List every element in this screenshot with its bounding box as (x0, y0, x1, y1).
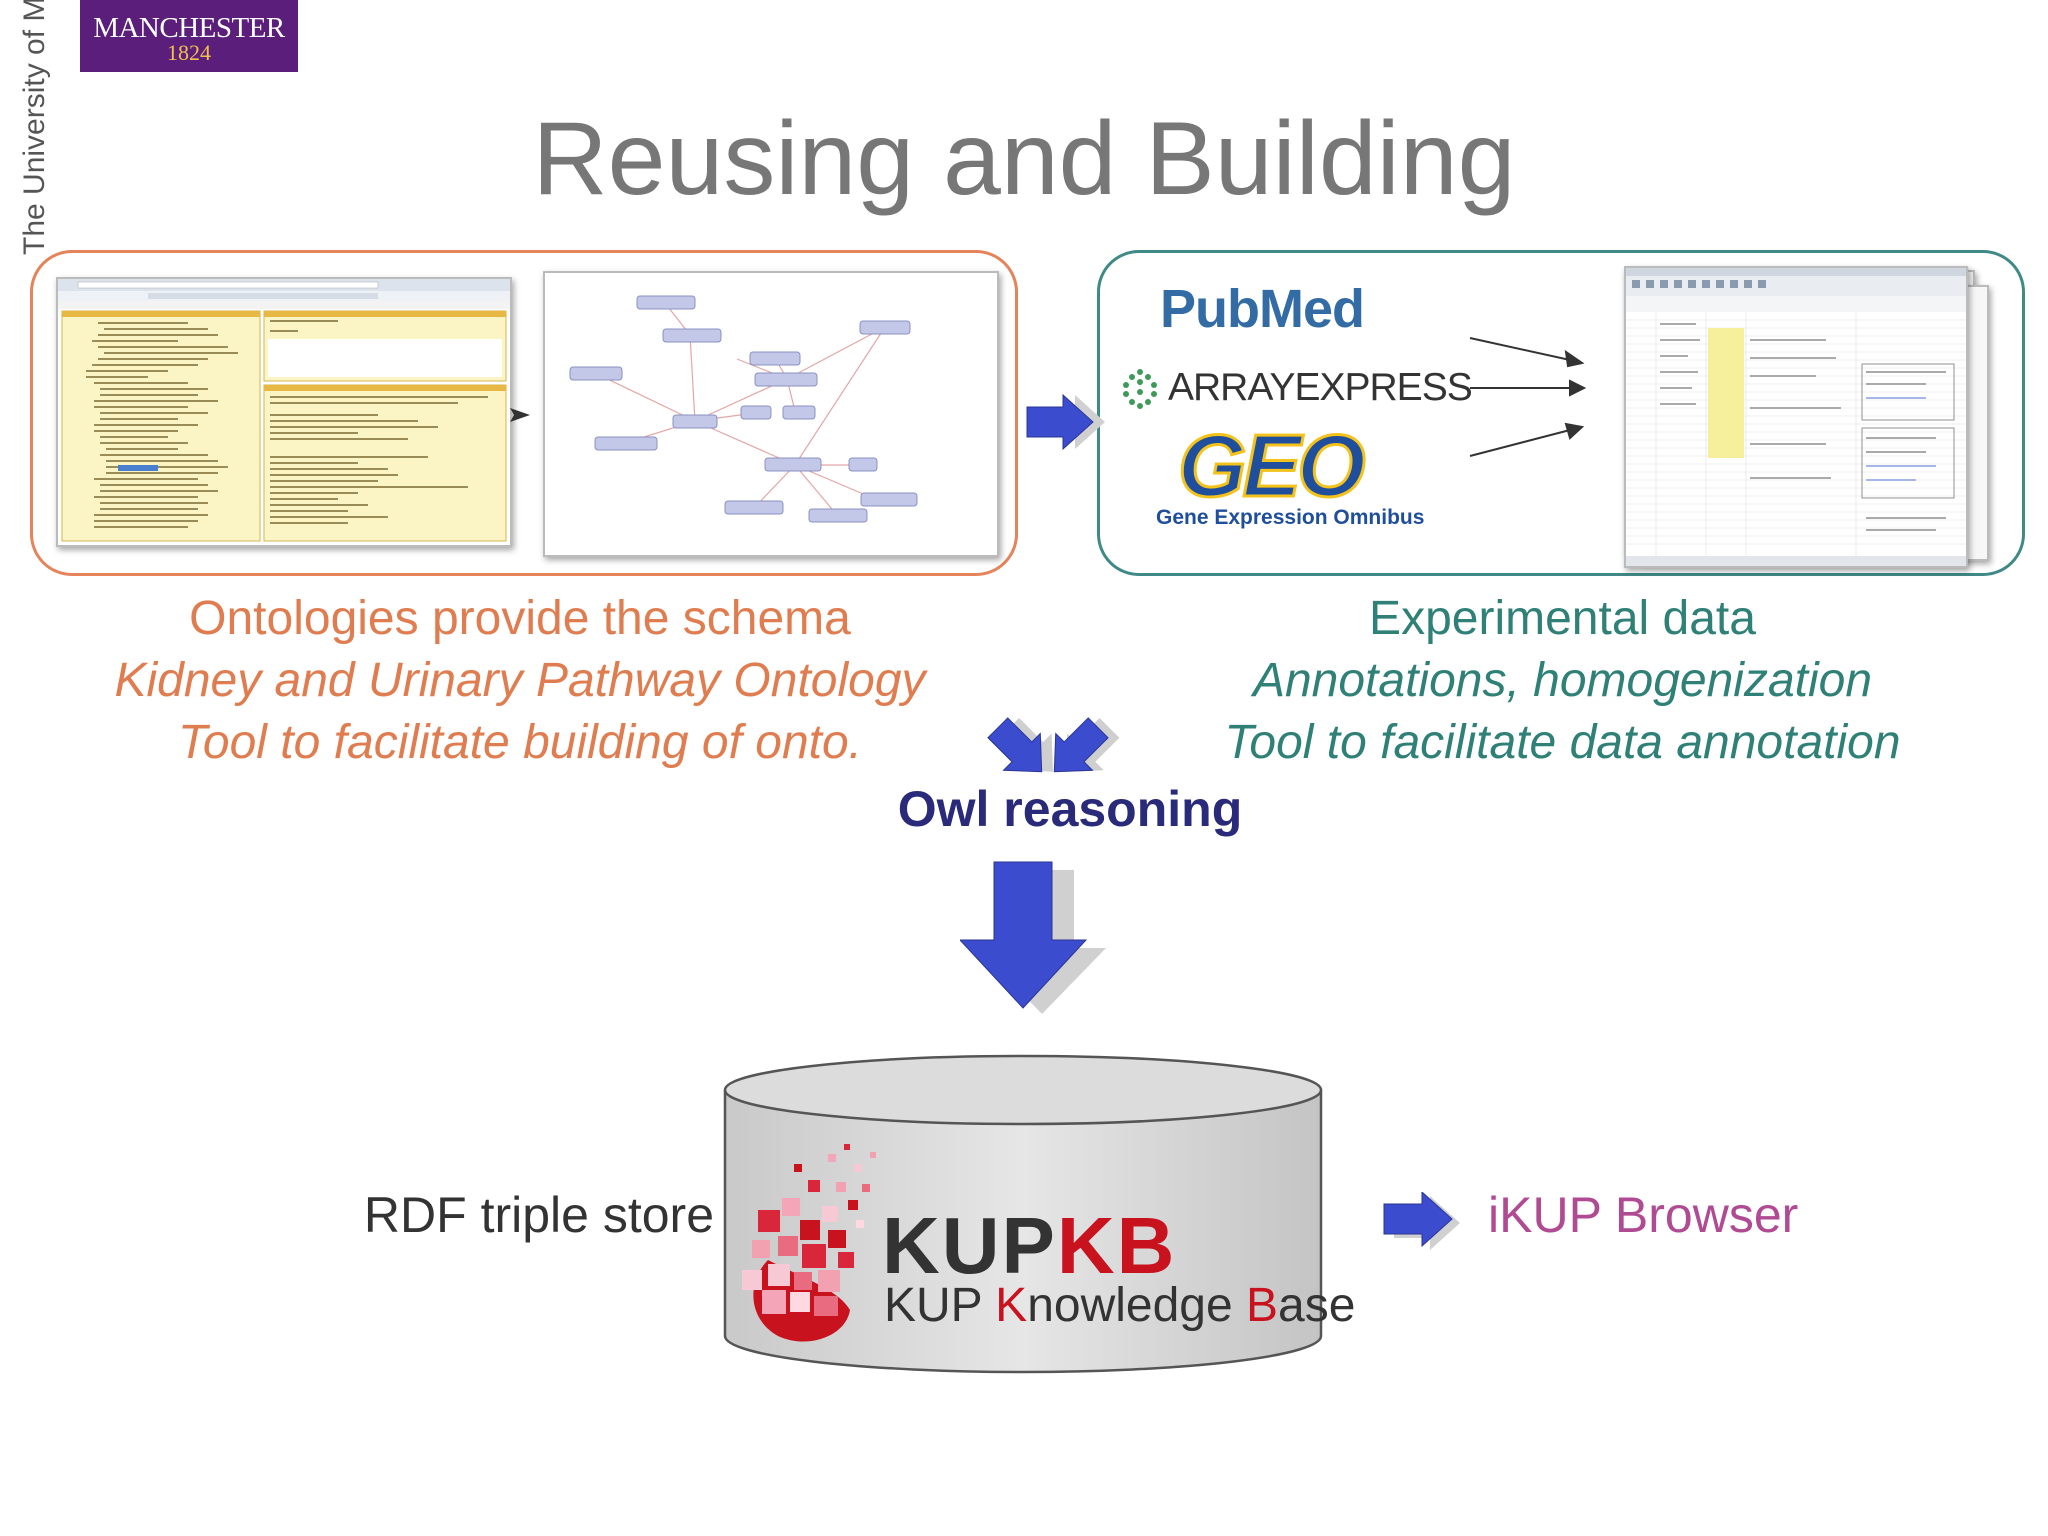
logo-name: MANCHESTER (93, 12, 285, 44)
big-down-arrow-icon (960, 861, 1106, 1014)
ontology-graph-screenshot (543, 271, 999, 557)
spreadsheet-screenshot (1624, 266, 1968, 568)
geo-subtitle: Gene Expression Omnibus (1156, 506, 1425, 529)
kupkb-title-kb: KB (1056, 1201, 1177, 1290)
slide-title: Reusing and Building (532, 101, 1516, 217)
kupkb-subtitle-nowledge: nowledge (1027, 1279, 1247, 1332)
geo-logo: GEO (1177, 416, 1368, 515)
experimental-caption-tool: Tool to facilitate data annotation (1224, 716, 1901, 769)
kupkb-subtitle-ase: ase (1278, 1279, 1356, 1332)
ontology-caption-tool: Tool to facilitate building of onto. (177, 716, 863, 769)
kupkb-subtitle: KUP Knowledge Base (884, 1278, 1355, 1333)
ontology-caption-kupo: Kidney and Urinary Pathway Ontology (114, 654, 926, 707)
kupkb-title-kup: KUP (882, 1201, 1057, 1290)
experimental-data-panel (1097, 250, 2025, 576)
ontology-panel (30, 250, 1018, 576)
pubmed-text: PubMed (1160, 279, 1365, 339)
blue-right-arrow-icon (1026, 393, 1105, 451)
ontology-editor-screenshot (56, 277, 512, 547)
browser-arrow-icon (1383, 1192, 1460, 1250)
reasoning-label: Owl reasoning (897, 781, 1243, 837)
pubmed-logo: PubMed (1160, 278, 1365, 340)
kupkb-subtitle-kup: KUP (884, 1279, 982, 1332)
ikup-browser-label: iKUP Browser (1488, 1187, 1799, 1243)
university-logo: MANCHESTER 1824 (80, 0, 298, 72)
rdf-triple-store-label: RDF triple store (363, 1187, 714, 1243)
converging-arrows-icon (987, 717, 1120, 773)
data-flow-arrows (1469, 337, 1587, 457)
experimental-caption: Experimental data Annotations, homogeniz… (1100, 588, 2025, 774)
ontology-caption: Ontologies provide the schema Kidney and… (40, 588, 1000, 774)
logo-year: 1824 (167, 40, 211, 65)
kupkb-title: KUPKB (882, 1200, 1176, 1292)
ontology-caption-heading: Ontologies provide the schema (189, 592, 851, 645)
small-arrow-icon (510, 408, 530, 422)
experimental-caption-heading: Experimental data (1369, 592, 1756, 645)
experimental-caption-annotations: Annotations, homogenization (1252, 654, 1873, 707)
database-cylinder (723, 1054, 1323, 1374)
arrayexpress-logo: ARRAYEXPRESS (1168, 366, 1473, 409)
kupkb-logo-icon (742, 1144, 876, 1342)
arrayexpress-icon (1123, 369, 1157, 409)
kupkb-subtitle-b: B (1246, 1279, 1279, 1332)
kupkb-subtitle-k: K (995, 1279, 1028, 1332)
